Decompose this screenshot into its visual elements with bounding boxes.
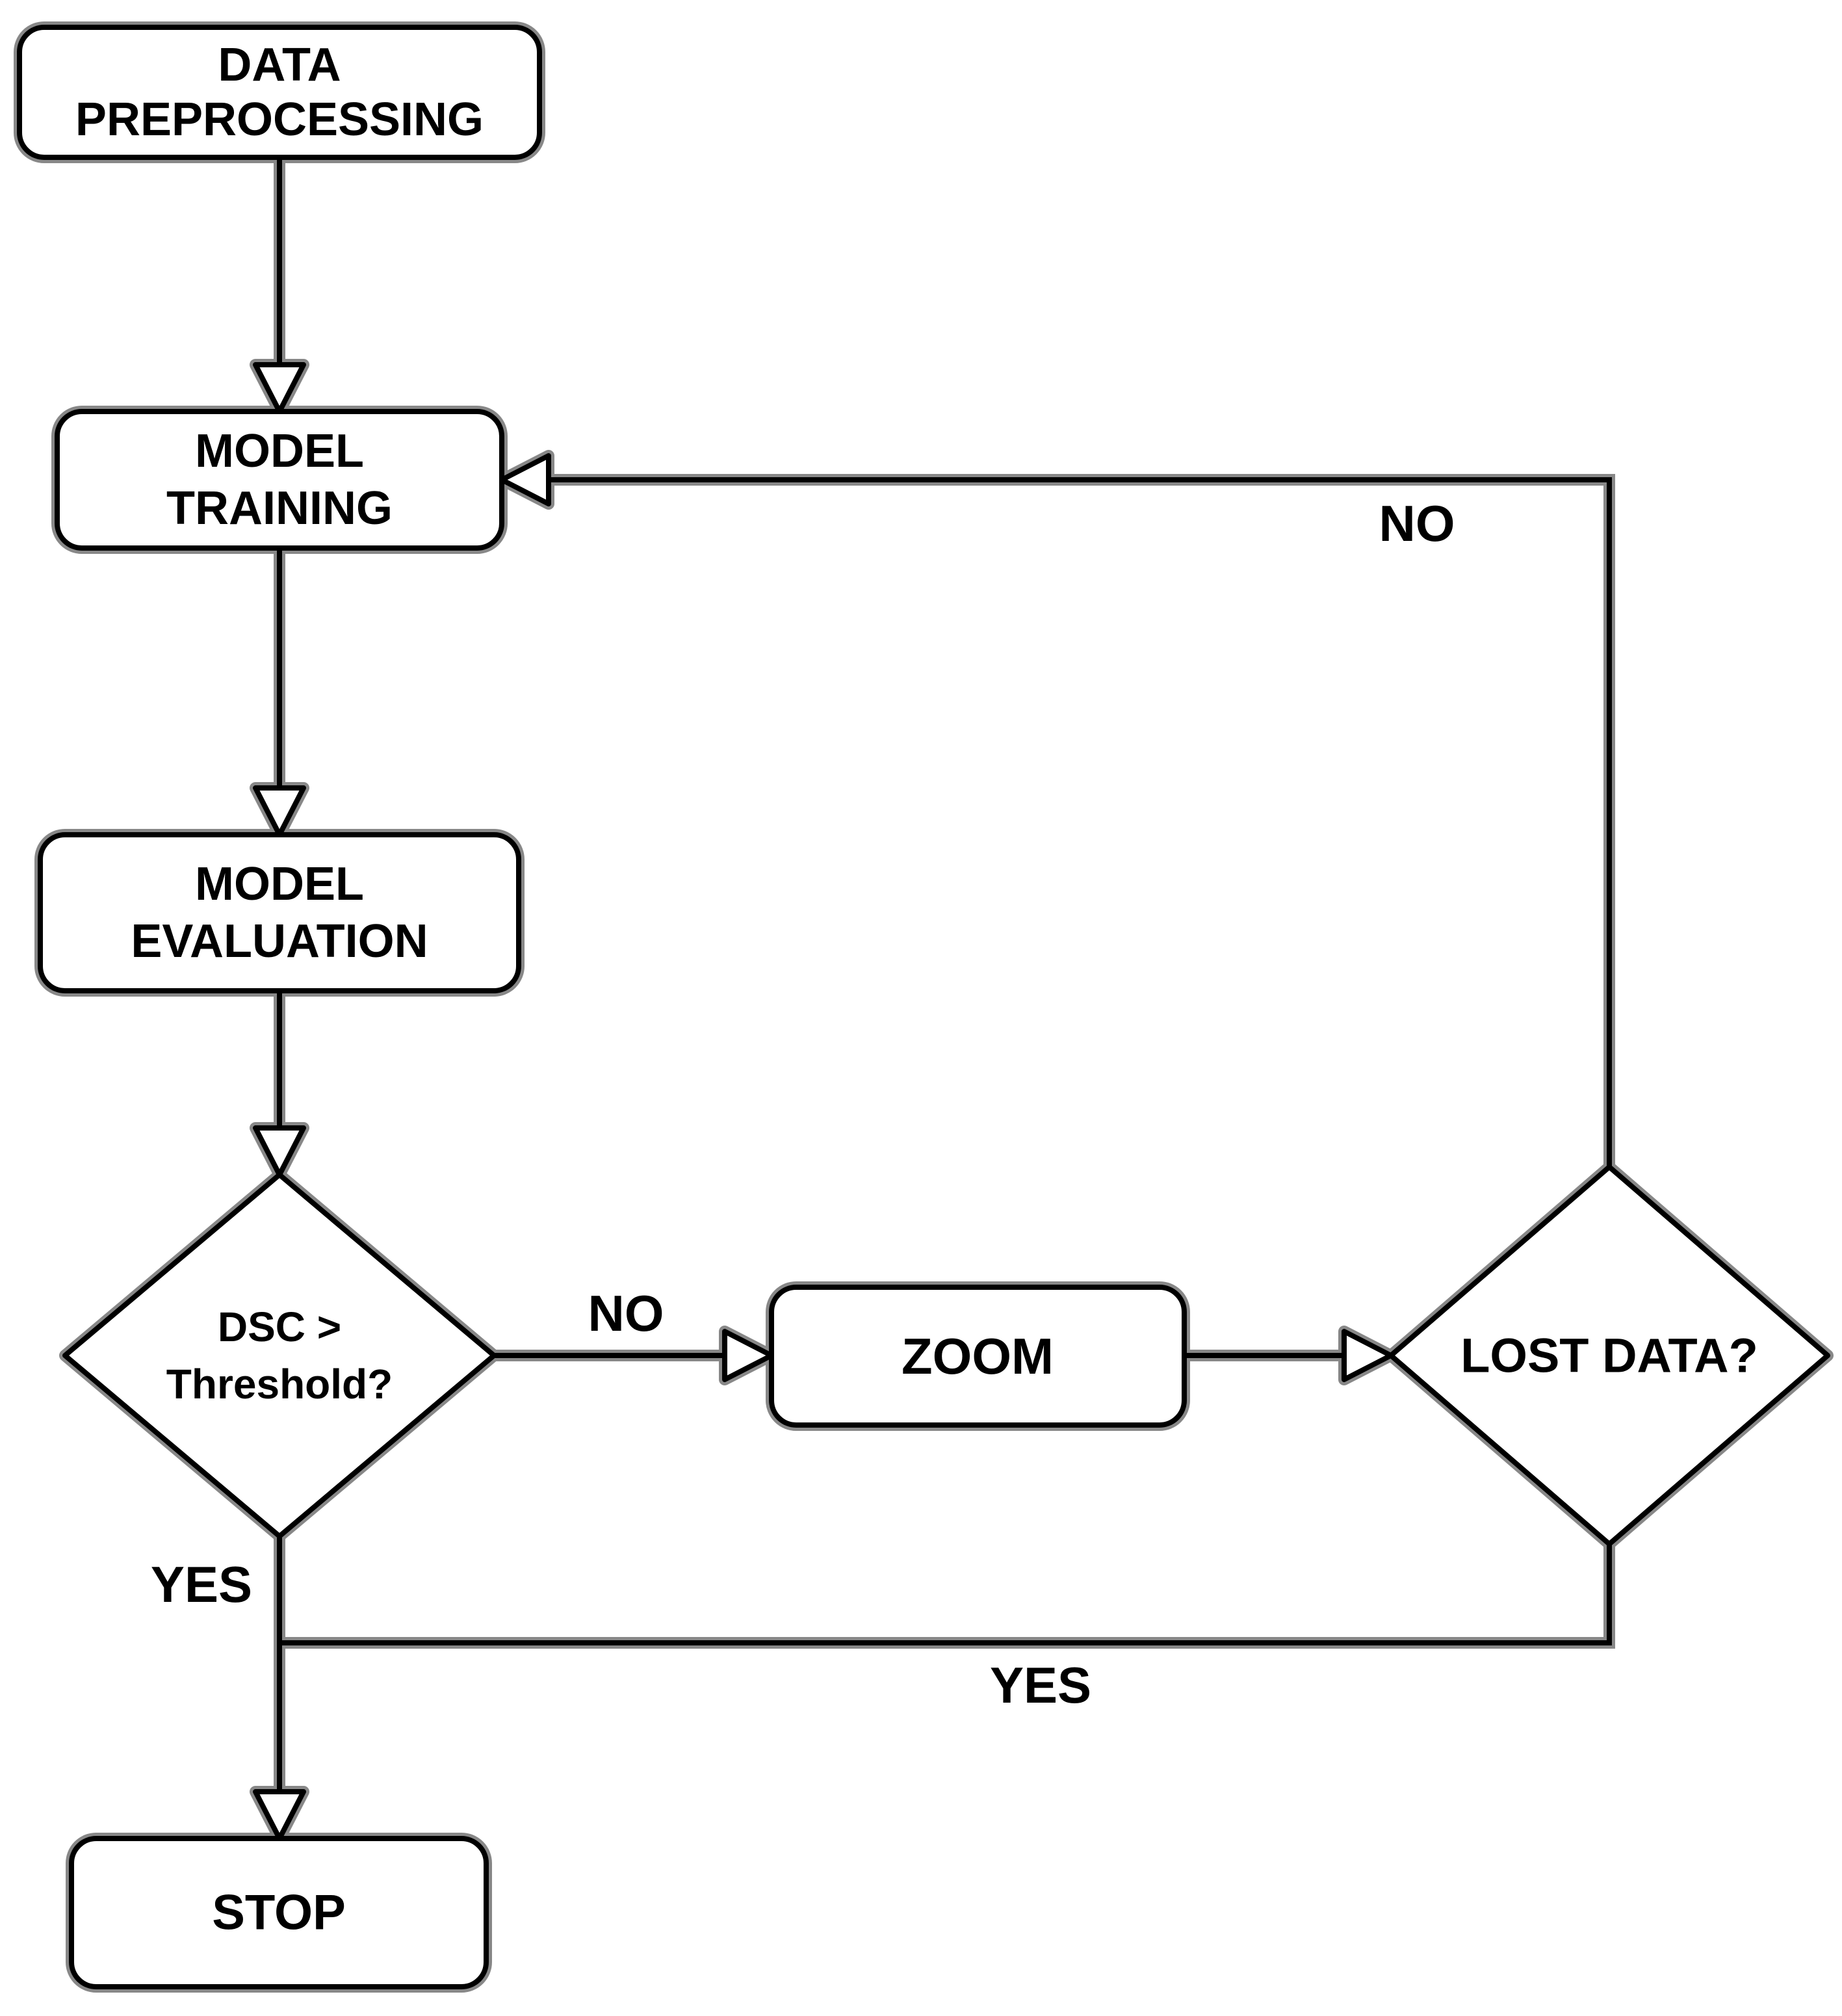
edge-label-dsc-no: NO: [588, 1285, 664, 1342]
node-model-evaluation-label-line1: MODEL: [195, 858, 364, 910]
node-data-preprocessing-label-line1: DATA: [218, 39, 341, 91]
node-stop-label: STOP: [212, 1885, 346, 1941]
node-zoom-label: ZOOM: [902, 1328, 1054, 1385]
node-model-evaluation-label-line2: EVALUATION: [131, 915, 428, 967]
node-model-training-label-line1: MODEL: [195, 425, 364, 477]
node-dsc-threshold-label-line2: Threshold?: [166, 1361, 393, 1407]
edge-label-lost-yes: YES: [990, 1656, 1091, 1714]
shadow-layer: [19, 27, 1828, 1987]
ink-layer: [19, 27, 1828, 1987]
node-data-preprocessing-label-line2: PREPROCESSING: [75, 94, 484, 146]
edge-label-dsc-yes: YES: [151, 1556, 252, 1613]
node-lost-data-label: LOST DATA?: [1460, 1329, 1758, 1383]
node-model-training-label-line2: TRAINING: [166, 482, 393, 534]
node-dsc-threshold-label-line1: DSC >: [218, 1303, 341, 1350]
edge-label-lost-no: NO: [1379, 495, 1455, 552]
labels-layer: DATA PREPROCESSING MODEL TRAINING MODEL …: [75, 39, 1758, 1941]
